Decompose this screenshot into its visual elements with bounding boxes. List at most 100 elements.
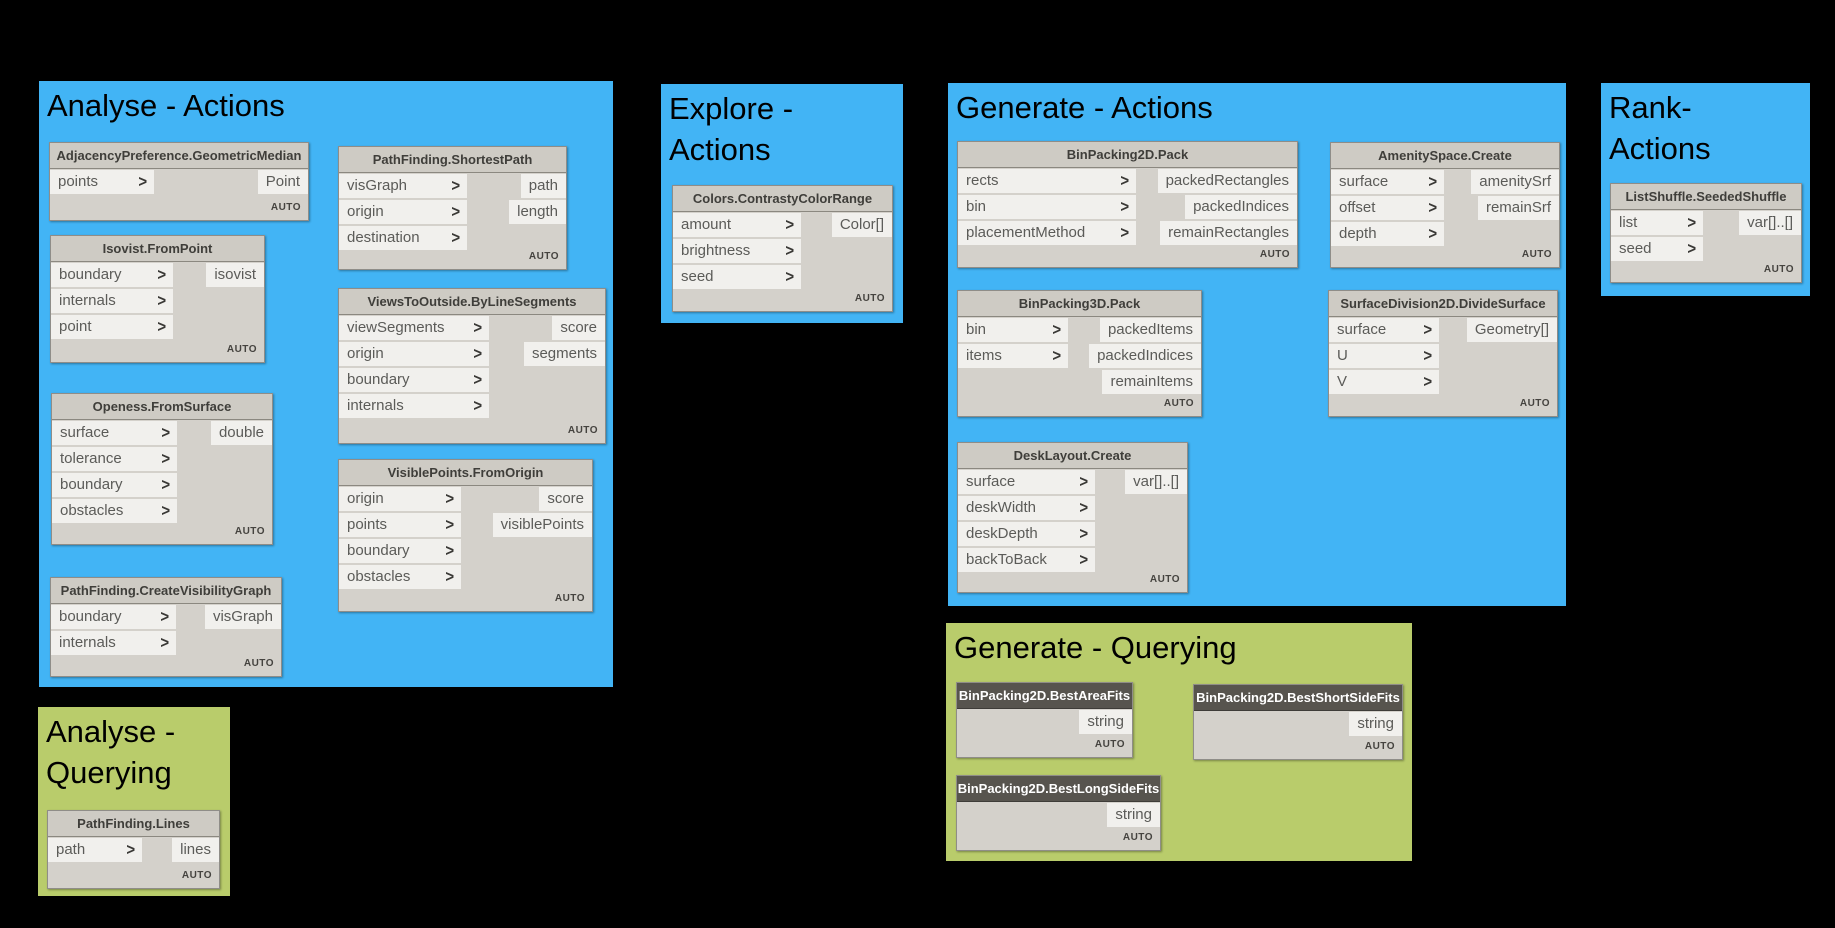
node-title[interactable]: AdjacencyPreference.GeometricMedian <box>50 143 308 169</box>
input-port-destination[interactable]: destination> <box>339 226 467 250</box>
input-port-seed[interactable]: seed> <box>1611 237 1703 261</box>
input-port-boundary[interactable]: boundary> <box>52 473 177 497</box>
lacing-auto[interactable]: AUTO <box>1094 739 1125 750</box>
lacing-auto[interactable]: AUTO <box>1163 398 1194 409</box>
input-port-point[interactable]: point> <box>51 315 173 339</box>
lacing-auto[interactable]: AUTO <box>1364 741 1395 752</box>
lacing-auto[interactable]: AUTO <box>1149 574 1180 585</box>
input-port-seed[interactable]: seed> <box>673 265 801 289</box>
input-port-surface[interactable]: surface> <box>52 421 177 445</box>
node-title[interactable]: ListShuffle.SeededShuffle <box>1611 184 1801 210</box>
node-title[interactable]: AmenitySpace.Create <box>1331 143 1559 169</box>
output-port-packedindices[interactable]: packedIndices <box>1089 344 1201 368</box>
node-title[interactable]: SurfaceDivision2D.DivideSurface <box>1329 291 1557 317</box>
input-port-placementmethod[interactable]: placementMethod> <box>958 221 1136 245</box>
output-port-packeditems[interactable]: packedItems <box>1099 318 1201 342</box>
input-port-obstacles[interactable]: obstacles> <box>52 499 177 523</box>
lacing-auto[interactable]: AUTO <box>554 593 585 604</box>
output-port-packedrectangles[interactable]: packedRectangles <box>1157 169 1297 193</box>
input-port-internals[interactable]: internals> <box>51 289 173 313</box>
output-port-lines[interactable]: lines <box>172 838 219 862</box>
output-port-string[interactable]: string <box>1349 712 1402 736</box>
output-port-score[interactable]: score <box>539 487 592 511</box>
output-port-visiblepoints[interactable]: visiblePoints <box>492 513 592 537</box>
group-title-rank-actions[interactable]: Rank-Actions <box>1601 83 1810 169</box>
input-port-boundary[interactable]: boundary> <box>51 263 173 287</box>
node-title[interactable]: ViewsToOutside.ByLineSegments <box>339 289 605 315</box>
node-title[interactable]: BinPacking3D.Pack <box>958 291 1201 317</box>
lacing-auto[interactable]: AUTO <box>270 202 301 213</box>
lacing-auto[interactable]: AUTO <box>1259 249 1290 260</box>
output-port-color[interactable]: Color[] <box>831 213 892 237</box>
output-port-length[interactable]: length <box>509 200 566 224</box>
node-title[interactable]: BinPacking2D.BestShortSideFits <box>1194 685 1402 711</box>
output-port-remainrectangles[interactable]: remainRectangles <box>1160 221 1297 245</box>
node-title[interactable]: PathFinding.ShortestPath <box>339 147 566 173</box>
output-port-packedindices[interactable]: packedIndices <box>1185 195 1297 219</box>
input-port-list[interactable]: list> <box>1611 211 1703 235</box>
input-port-origin[interactable]: origin> <box>339 200 467 224</box>
input-port-tolerance[interactable]: tolerance> <box>52 447 177 471</box>
input-port-deskdepth[interactable]: deskDepth> <box>958 522 1095 546</box>
output-port-var[interactable]: var[]..[] <box>1125 470 1187 494</box>
input-port-origin[interactable]: origin> <box>339 342 489 366</box>
lacing-auto[interactable]: AUTO <box>226 344 257 355</box>
input-port-surface[interactable]: surface> <box>958 470 1095 494</box>
input-port-brightness[interactable]: brightness> <box>673 239 801 263</box>
input-port-path[interactable]: path> <box>48 838 142 862</box>
output-port-double[interactable]: double <box>210 421 272 445</box>
input-port-offset[interactable]: offset> <box>1331 196 1444 220</box>
input-port-depth[interactable]: depth> <box>1331 222 1444 246</box>
node-title[interactable]: Isovist.FromPoint <box>51 236 264 262</box>
node-title[interactable]: PathFinding.CreateVisibilityGraph <box>51 578 281 604</box>
lacing-auto[interactable]: AUTO <box>1763 264 1794 275</box>
lacing-auto[interactable]: AUTO <box>1521 249 1552 260</box>
input-port-visgraph[interactable]: visGraph> <box>339 174 467 198</box>
input-port-bin[interactable]: bin> <box>958 318 1068 342</box>
output-port-remainitems[interactable]: remainItems <box>1102 370 1201 394</box>
input-port-deskwidth[interactable]: deskWidth> <box>958 496 1095 520</box>
input-port-rects[interactable]: rects> <box>958 169 1136 193</box>
input-port-points[interactable]: points> <box>339 513 461 537</box>
node-title[interactable]: DeskLayout.Create <box>958 443 1187 469</box>
node-title[interactable]: BinPacking2D.BestAreaFits <box>957 683 1132 709</box>
node-title[interactable]: BinPacking2D.BestLongSideFits <box>957 776 1160 802</box>
lacing-auto[interactable]: AUTO <box>1122 832 1153 843</box>
input-port-origin[interactable]: origin> <box>339 487 461 511</box>
output-port-path[interactable]: path <box>520 174 566 198</box>
node-title[interactable]: BinPacking2D.Pack <box>958 142 1297 168</box>
group-title-analyse-querying[interactable]: Analyse -Querying <box>38 707 230 793</box>
input-port-viewsegments[interactable]: viewSegments> <box>339 316 489 340</box>
lacing-auto[interactable]: AUTO <box>234 526 265 537</box>
input-port-obstacles[interactable]: obstacles> <box>339 565 461 589</box>
input-port-internals[interactable]: internals> <box>339 394 489 418</box>
node-title[interactable]: PathFinding.Lines <box>48 811 219 837</box>
group-title-analyse-actions[interactable]: Analyse - Actions <box>39 81 613 126</box>
input-port-bin[interactable]: bin> <box>958 195 1136 219</box>
output-port-string[interactable]: string <box>1107 803 1160 827</box>
lacing-auto[interactable]: AUTO <box>854 293 885 304</box>
lacing-auto[interactable]: AUTO <box>567 425 598 436</box>
output-port-segments[interactable]: segments <box>523 342 605 366</box>
node-title[interactable]: VisiblePoints.FromOrigin <box>339 460 592 486</box>
input-port-boundary[interactable]: boundary> <box>51 605 176 629</box>
input-port-boundary[interactable]: boundary> <box>339 368 489 392</box>
input-port-v[interactable]: V> <box>1329 370 1439 394</box>
input-port-surface[interactable]: surface> <box>1331 170 1444 194</box>
output-port-var[interactable]: var[]..[] <box>1739 211 1801 235</box>
